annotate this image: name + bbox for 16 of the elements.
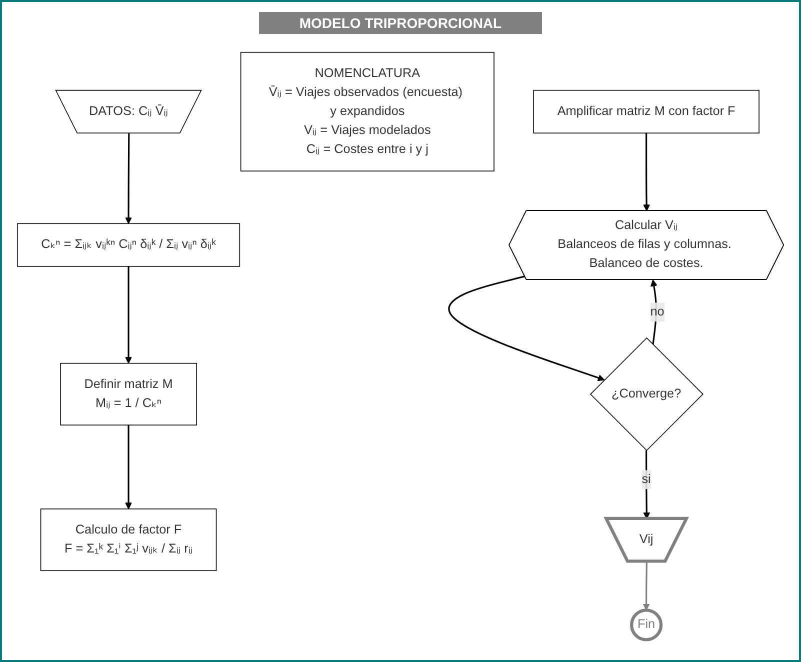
arrow bbox=[125, 425, 132, 510]
arrow bbox=[642, 562, 650, 611]
title: MODELO TRIPROPORCIONAL bbox=[259, 12, 542, 34]
edge-label: si bbox=[642, 472, 651, 486]
arrow bbox=[643, 133, 650, 212]
node-box: Amplificar matriz M con factor F bbox=[533, 90, 760, 134]
edge-label: no bbox=[650, 305, 664, 318]
arrow bbox=[125, 133, 132, 224]
node-box: Definir matriz M Mᵢⱼ = 1 / Cₖⁿ bbox=[60, 362, 197, 426]
node-box: NOMENCLATURA V̄ᵢⱼ = Viajes observados (encuesta) y expandidos Vᵢⱼ = Viajes modelados Cᵢⱼ = Costes entre i y j bbox=[240, 52, 494, 172]
node-circle: Fin bbox=[630, 608, 663, 642]
node-box: Cₖⁿ = Σᵢⱼₖ vᵢⱼᵏⁿ Cᵢⱼⁿ δᵢⱼᵏ / Σᵢⱼ vᵢⱼⁿ δᵢⱼᵏ bbox=[16, 223, 240, 267]
node-box: Calculo de factor F F = Σ₁ᵏ Σ₁ⁱ Σ₁ʲ vᵢⱼₖ / Σᵢⱼ rᵢⱼ bbox=[40, 508, 217, 572]
arrow bbox=[448, 276, 605, 382]
node-diamond: ¿Converge? bbox=[590, 337, 704, 451]
arrow bbox=[125, 266, 132, 364]
